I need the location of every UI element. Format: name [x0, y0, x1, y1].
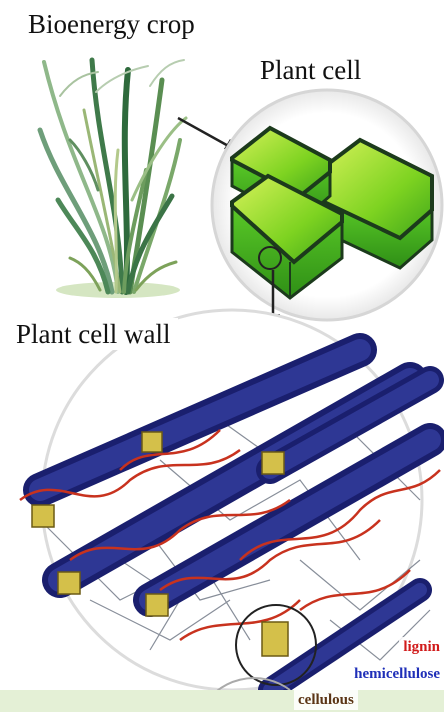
plant-cell-illustration	[212, 90, 442, 320]
label-plant-cell: Plant cell	[252, 54, 369, 86]
label-plant-cell-wall: Plant cell wall	[8, 318, 178, 350]
bioenergy-crop-grass	[40, 60, 186, 298]
bottom-strip	[0, 690, 444, 712]
legend-lignin: lignin	[399, 637, 444, 657]
legend-cellulous: cellulous	[294, 690, 358, 710]
label-bioenergy-crop: Bioenergy crop	[20, 8, 203, 40]
cell-wall-illustration	[20, 310, 440, 712]
legend-hemicellulose: hemicellulose	[350, 664, 444, 684]
